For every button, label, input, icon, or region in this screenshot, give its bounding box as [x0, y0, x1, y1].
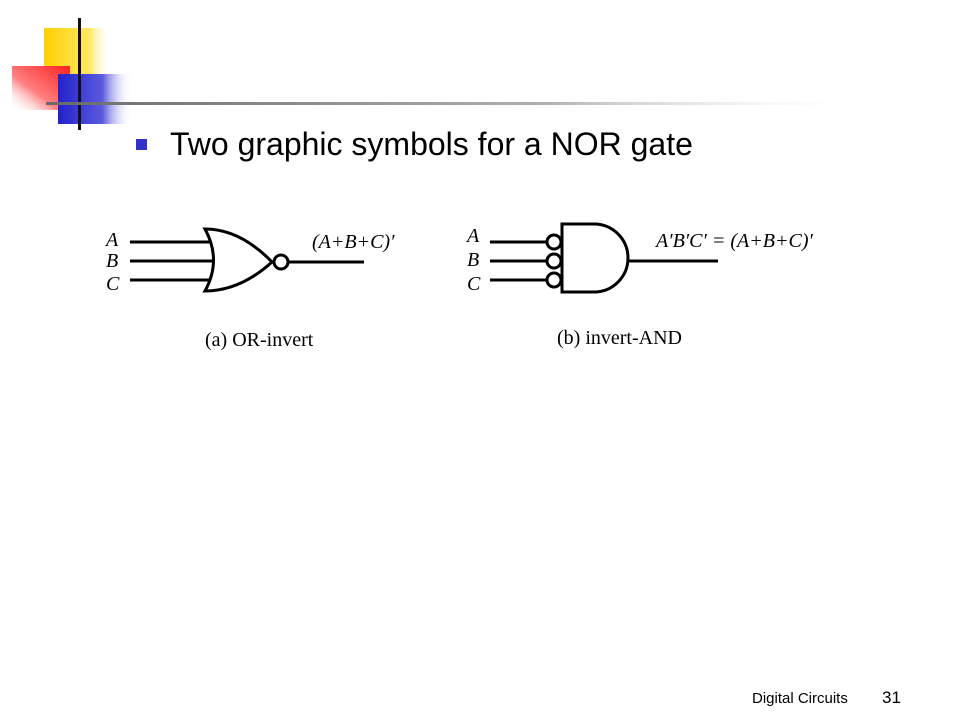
nor-gate-diagrams: A B C (A+B+C)′ (a) OR-invert A B C A′B′C…: [104, 222, 813, 351]
footer-title: Digital Circuits: [752, 690, 848, 707]
or-invert-gate: [130, 227, 364, 293]
vertical-divider: [78, 18, 81, 130]
page-number: 31: [882, 688, 901, 707]
gate-b-output-label: A′B′C′ = (A+B+C)′: [654, 230, 813, 252]
square-bullet-icon: [136, 138, 147, 150]
bullet-item: Two graphic symbols for a NOR gate: [136, 122, 693, 166]
gate-b-input-a-label: A: [465, 225, 480, 247]
horizontal-divider: [46, 102, 876, 105]
gate-b-caption: (b) invert-AND: [557, 327, 682, 349]
gate-b-input-b-label: B: [467, 249, 479, 271]
gate-a-input-a-label: A: [104, 229, 119, 251]
gate-a-input-b-label: B: [106, 250, 118, 272]
gate-a-output-label: (A+B+C)′: [312, 231, 395, 253]
gate-a-input-c-label: C: [106, 273, 120, 295]
corner-decoration: [12, 18, 876, 130]
invert-and-gate: [490, 222, 718, 294]
gate-b-input-c-label: C: [467, 273, 481, 295]
gate-a-caption: (a) OR-invert: [205, 329, 314, 351]
blue-square: [58, 74, 132, 124]
slide-bullet-text: Two graphic symbols for a NOR gate: [170, 125, 693, 162]
